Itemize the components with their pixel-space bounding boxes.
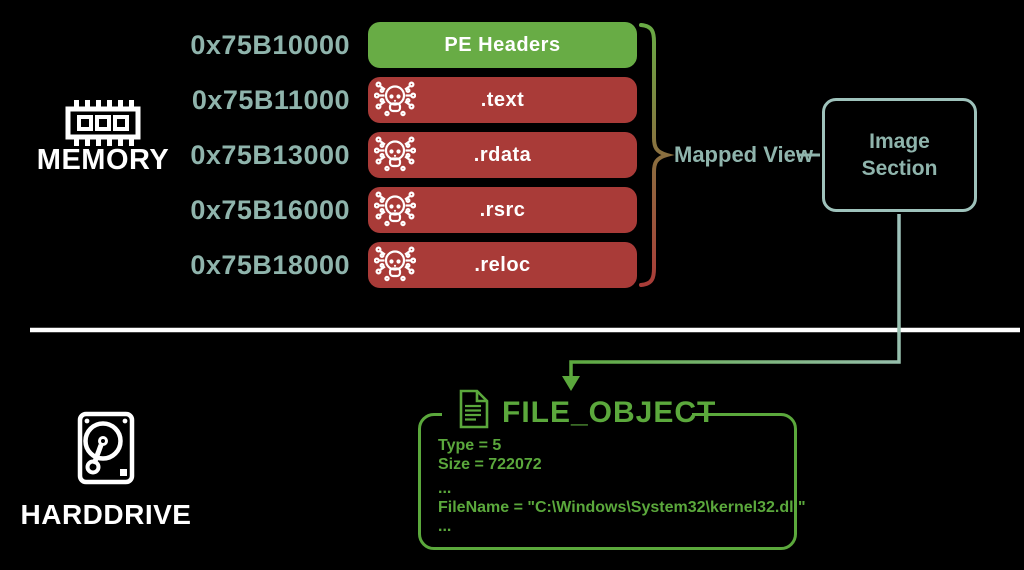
memory-row-text: .text xyxy=(368,77,637,123)
address-label: 0x75B16000 xyxy=(190,195,350,225)
memory-row-reloc: .reloc xyxy=(368,242,637,288)
connector-arrowhead-icon xyxy=(562,376,580,391)
harddrive-label: HARDDRIVE xyxy=(20,499,192,530)
section-label: .rdata xyxy=(473,143,532,166)
address-label: 0x75B18000 xyxy=(190,250,350,280)
section-label: .text xyxy=(480,88,525,111)
mapped-view-brace xyxy=(639,23,675,287)
memory-row-pe-headers: PE Headers xyxy=(368,22,637,68)
malware-skull-icon xyxy=(374,136,416,172)
file-object-field: Size = 722072 xyxy=(438,456,542,473)
file-object-field: Type = 5 xyxy=(438,437,502,454)
file-object-field: ... xyxy=(438,518,452,535)
harddrive-icon xyxy=(77,411,135,485)
image-section-to-file-object-connector xyxy=(569,214,901,378)
section-label: .reloc xyxy=(474,253,531,276)
memory-row-rsrc: .rsrc xyxy=(368,187,637,233)
file-object-field: FileName = "C:\Windows\System32\kernel32… xyxy=(438,499,806,516)
memory-row-rdata: .rdata xyxy=(368,132,637,178)
address-label: 0x75B11000 xyxy=(191,85,350,115)
memory-label: MEMORY xyxy=(36,144,170,176)
malware-skull-icon xyxy=(374,81,416,117)
mapped-view-label: Mapped View xyxy=(674,142,813,167)
image-section-node: Image Section xyxy=(822,98,977,212)
file-object-fields: Type = 5 Size = 722072 ... FileName = "C… xyxy=(438,436,806,536)
section-label: .rsrc xyxy=(479,198,526,221)
ram-chip-icon xyxy=(65,100,141,146)
document-icon xyxy=(459,389,489,429)
file-object-field: ... xyxy=(438,480,452,497)
malware-skull-icon xyxy=(374,191,416,227)
file-object-border-gap xyxy=(442,408,692,420)
malware-skull-icon xyxy=(374,246,416,282)
address-label: 0x75B10000 xyxy=(190,30,350,60)
file-object-title: FILE_OBJECT xyxy=(502,396,717,429)
address-label: 0x75B13000 xyxy=(190,140,350,170)
section-label: PE Headers xyxy=(444,33,561,56)
